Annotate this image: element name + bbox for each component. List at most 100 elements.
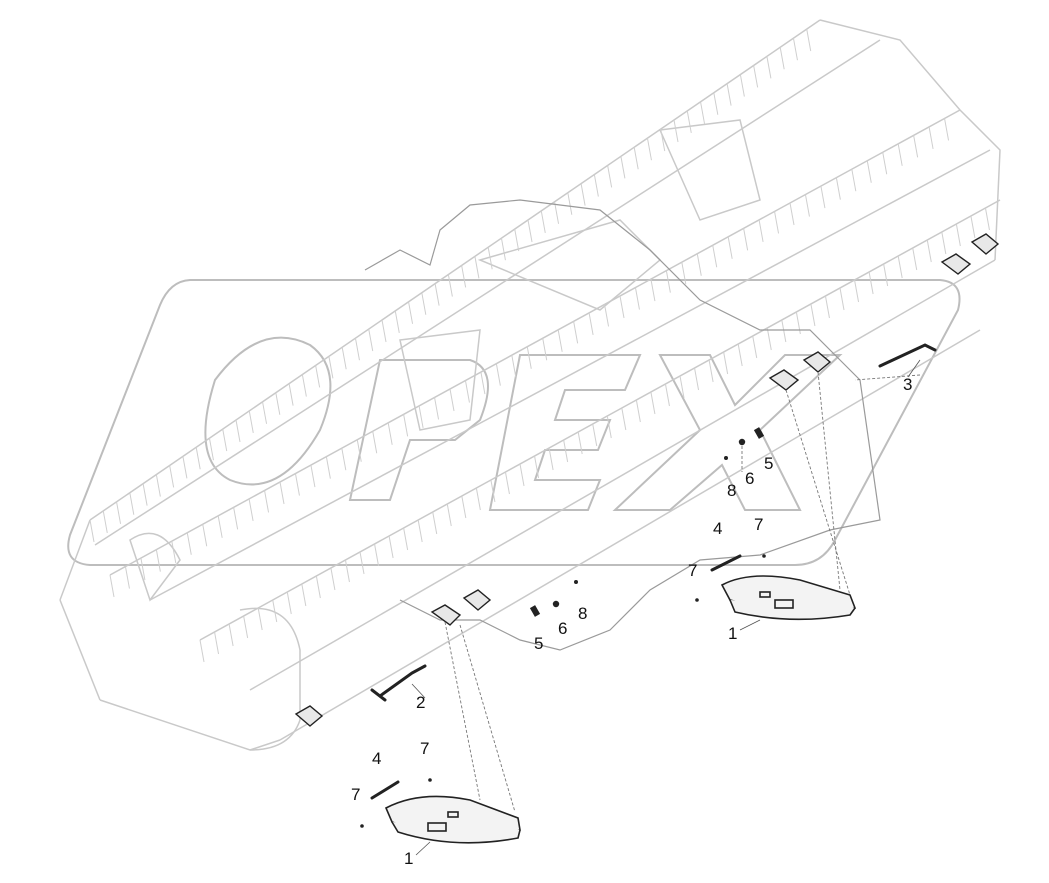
reel-tine — [464, 380, 470, 403]
reel-tine — [737, 343, 743, 367]
reel-tine — [540, 210, 546, 233]
reel-tine — [286, 591, 292, 615]
reel-tine — [700, 101, 706, 124]
reel-tine — [883, 263, 889, 287]
reel-tine — [926, 239, 932, 263]
lever-parts — [370, 343, 937, 702]
reel-tine — [913, 135, 919, 158]
reel-tine — [681, 262, 687, 285]
reel-tine — [372, 431, 378, 454]
reel-tine — [766, 327, 772, 351]
reel-tine — [310, 465, 316, 488]
reel-tine — [257, 607, 263, 631]
reel-tine — [897, 143, 903, 166]
reel-tine — [527, 219, 533, 243]
reel-tine — [233, 507, 239, 530]
reel-tine — [495, 363, 501, 386]
reel-tine — [487, 247, 493, 270]
reel-tine — [577, 431, 583, 455]
callout-6-center: 6 — [558, 619, 568, 638]
callout-4-upper: 4 — [713, 519, 723, 538]
reel-tine — [208, 438, 214, 461]
mount-brackets — [294, 233, 1000, 727]
reel-tine — [519, 463, 525, 487]
reel-tine — [421, 292, 427, 315]
reel-tine — [781, 319, 787, 343]
reel-tine — [446, 503, 452, 527]
reel-tine — [235, 419, 241, 443]
reel-tine — [708, 359, 714, 383]
reel-tine — [835, 177, 841, 200]
reel-tine — [970, 215, 976, 239]
pin-parts — [370, 554, 742, 800]
reel-tine — [526, 346, 532, 369]
reel-tine — [620, 156, 626, 179]
reel-tine — [941, 231, 947, 255]
reel-tine — [580, 183, 586, 206]
reel-tine — [514, 229, 520, 252]
reel-tine — [548, 447, 554, 471]
reel-tine — [171, 541, 177, 564]
reel-tine — [723, 351, 729, 375]
reel-tine — [650, 391, 656, 415]
reel-tine — [474, 256, 480, 279]
header-frame — [59, 19, 1001, 751]
reel-tine — [592, 423, 598, 447]
reel-tine — [511, 355, 517, 378]
reel-tine — [447, 274, 453, 297]
reel-tine — [359, 551, 365, 575]
reel-tine — [356, 439, 362, 462]
reel-tine — [795, 311, 801, 335]
reel-tine — [789, 202, 795, 226]
reel-tine — [912, 247, 918, 271]
reel-tine — [619, 295, 625, 319]
reel-tine — [344, 559, 350, 583]
callout-8-right: 8 — [727, 481, 737, 500]
reel-tine — [408, 301, 414, 324]
reel-tine — [341, 347, 347, 370]
reel-tine — [650, 279, 656, 302]
callout-leaders — [411, 359, 921, 856]
reel-tine — [480, 372, 486, 395]
reel-tine — [712, 245, 718, 268]
reel-tine — [341, 448, 347, 471]
callout-7-upper-top: 7 — [754, 515, 764, 534]
reel-tine — [851, 169, 857, 192]
reel-tine — [660, 129, 666, 152]
reel-tine — [434, 397, 440, 420]
reel-tine — [635, 399, 641, 423]
callout-5-right: 5 — [764, 454, 774, 473]
reel-tine — [217, 515, 223, 538]
reel-tine — [500, 238, 506, 261]
reel-tine — [696, 253, 702, 276]
reel-tine — [897, 255, 903, 279]
reel-tine — [140, 558, 146, 581]
reel-tine — [222, 429, 228, 452]
reel-tine — [984, 207, 990, 231]
reel-tine — [228, 623, 234, 647]
callout-7-lower-left: 7 — [351, 785, 361, 804]
reel-tine — [955, 223, 961, 247]
reel-tine — [646, 138, 652, 161]
reel-tine — [155, 474, 161, 497]
reel-tine — [129, 492, 135, 515]
reel-tine — [354, 338, 360, 361]
reel-tine — [388, 535, 394, 559]
reel-tine — [116, 501, 122, 524]
callout-8-center: 8 — [578, 604, 588, 623]
reel-tine — [774, 211, 780, 234]
reel-tine — [567, 192, 573, 215]
reel-tine — [713, 92, 719, 115]
reel-tine — [824, 295, 830, 319]
reel-tine — [752, 335, 758, 359]
reel-tine — [403, 527, 409, 551]
reel-tine — [89, 519, 95, 543]
reel-tine — [243, 615, 249, 639]
reel-tine — [142, 483, 148, 506]
reel-tine — [368, 329, 374, 352]
reel-tine — [621, 407, 627, 431]
leader-lines — [444, 371, 921, 813]
reel-tine — [403, 414, 409, 437]
reel-tine — [606, 415, 612, 439]
